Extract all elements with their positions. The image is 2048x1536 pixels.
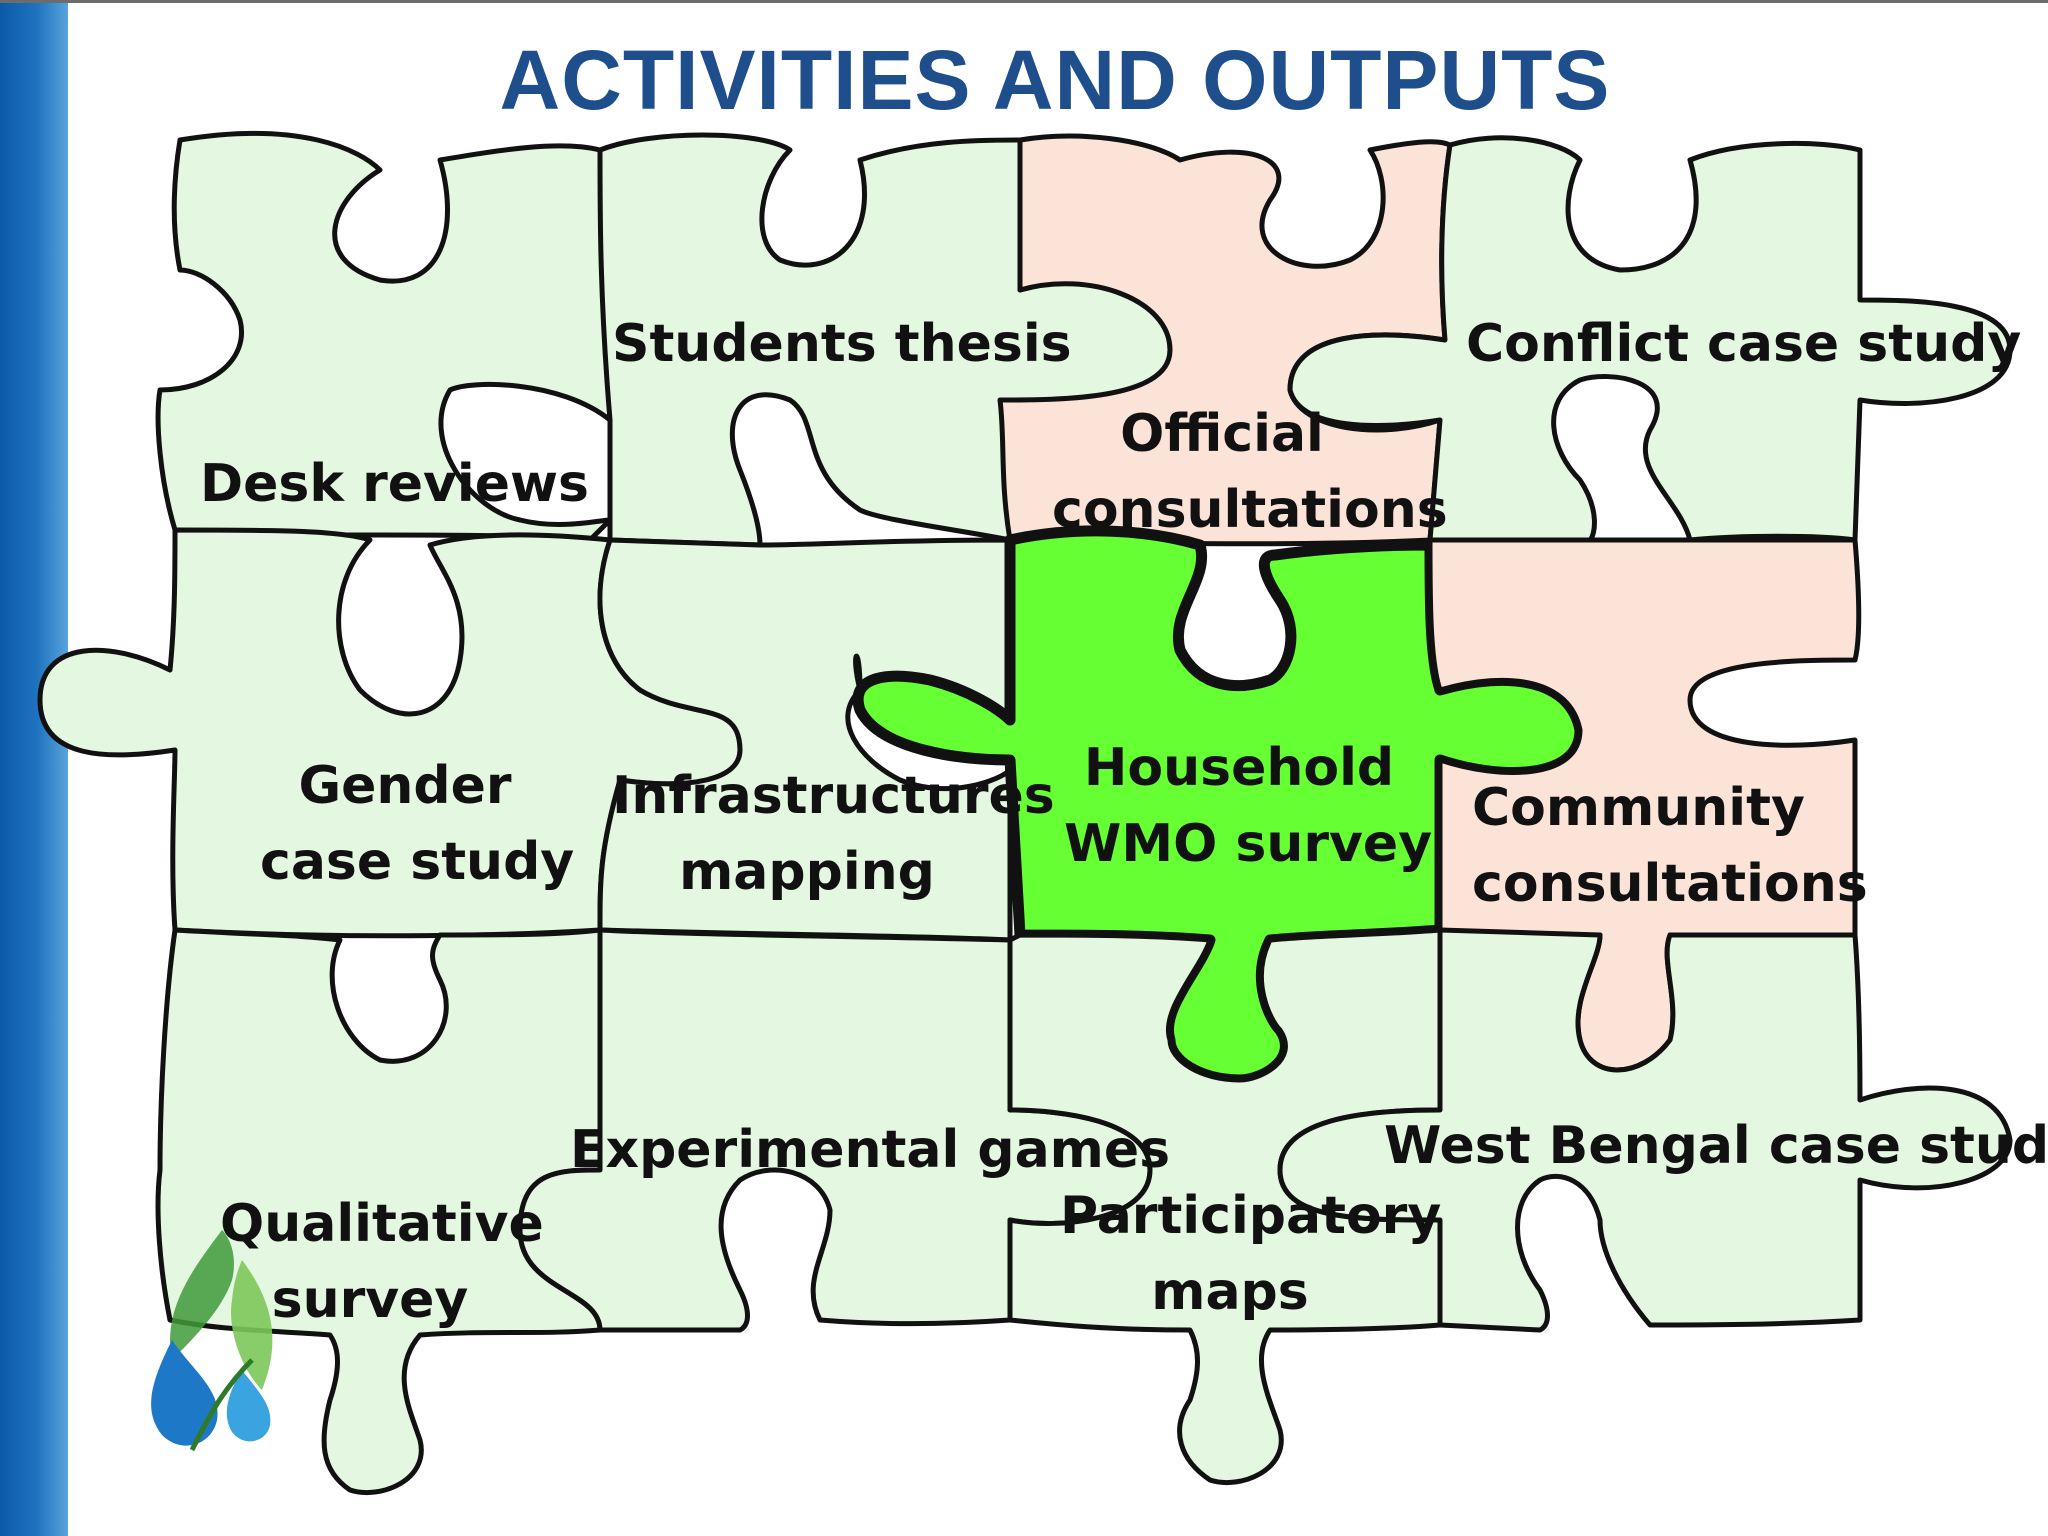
label-infrastructures-mapping: Infrastructures mapping: [612, 758, 1055, 910]
label-line: Infrastructures: [612, 766, 1055, 826]
label-line: Students thesis: [612, 314, 1072, 374]
label-line: Household: [1083, 738, 1395, 798]
label-line: consultations: [1472, 854, 1868, 914]
label-experimental-games: Experimental games: [570, 1112, 1170, 1188]
label-official-consultations: Official consultations: [1052, 396, 1448, 548]
side-accent-bar: [0, 0, 68, 1536]
label-students-thesis: Students thesis: [612, 306, 1072, 382]
slide-title: ACTIVITIES AND OUTPUTS: [499, 33, 1611, 127]
label-participatory-maps: Participatory maps: [1060, 1178, 1442, 1330]
label-community-consultations: Community consultations: [1472, 770, 1868, 922]
label-line: Conflict case study: [1466, 314, 2022, 374]
puzzle-piece-west-bengal-case-study: [1277, 927, 2013, 1333]
label-gender-case-study: Gender case study: [260, 748, 575, 900]
label-line: Qualitative: [220, 1194, 544, 1254]
label-line: maps: [1151, 1262, 1309, 1322]
water-leaf-logo-icon: [151, 1230, 273, 1452]
label-line: mapping: [679, 842, 935, 902]
puzzle-piece-conflict-case-study: [1287, 135, 2013, 543]
label-household-wmo-survey[interactable]: Household WMO survey: [1064, 730, 1433, 882]
label-qualitative-survey: Qualitative survey: [220, 1186, 544, 1338]
puzzle-piece-desk-reviews: [155, 131, 613, 543]
label-conflict-case-study: Conflict case study: [1466, 306, 2021, 382]
label-line: survey: [271, 1270, 469, 1330]
top-divider: [0, 0, 2048, 3]
label-west-bengal-case-study: West Bengal case study: [1384, 1108, 2048, 1184]
label-line: WMO survey: [1064, 814, 1433, 874]
label-line: Official: [1120, 404, 1324, 464]
label-line: Desk reviews: [200, 454, 589, 514]
label-desk-reviews: Desk reviews: [200, 446, 589, 522]
label-line: Participatory: [1060, 1186, 1442, 1246]
label-line: Gender: [298, 756, 512, 816]
label-line: consultations: [1052, 480, 1448, 540]
label-line: case study: [260, 832, 575, 892]
label-line: Community: [1472, 778, 1805, 838]
label-line: West Bengal case study: [1384, 1116, 2048, 1176]
label-line: Experimental games: [570, 1120, 1171, 1180]
